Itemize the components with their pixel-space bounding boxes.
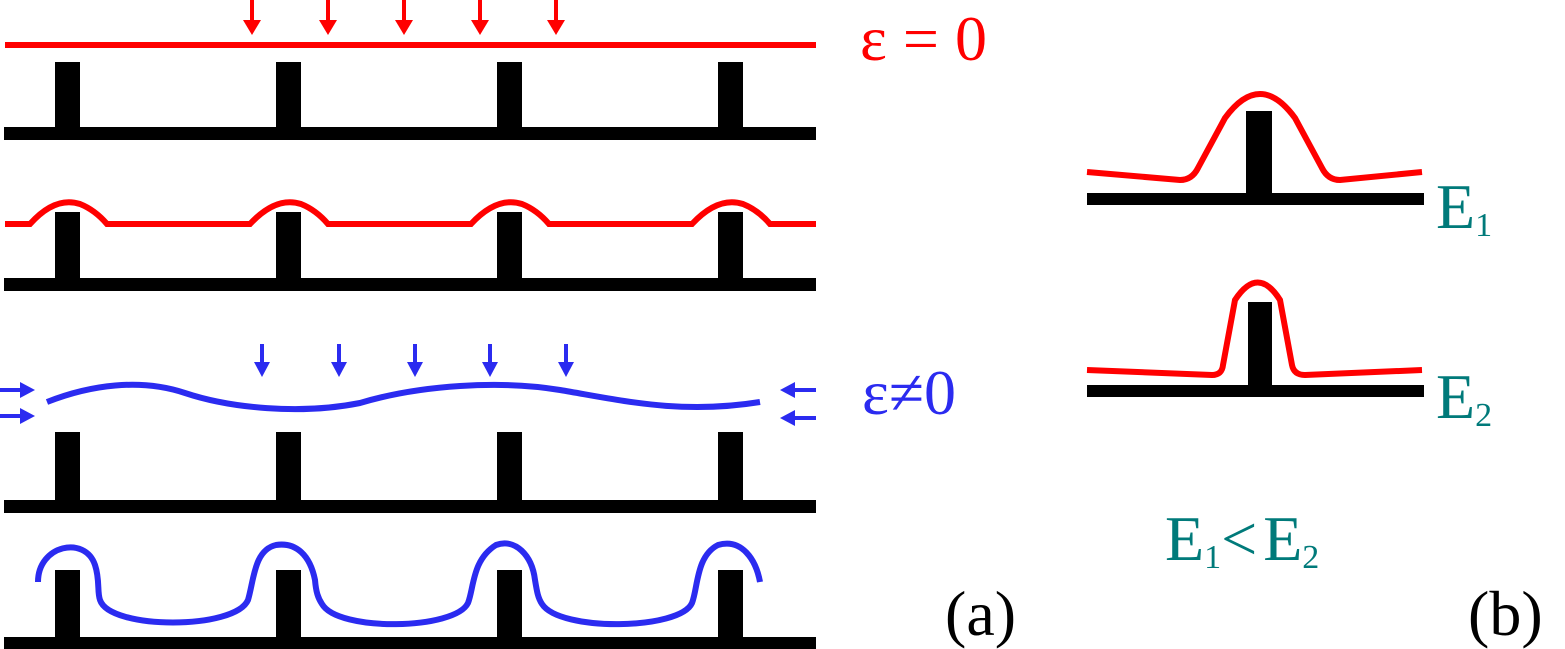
arrow-left-blue xyxy=(780,410,816,426)
pressure-arrows-blue xyxy=(254,344,574,377)
energy-relation: E1<E2 xyxy=(1165,503,1319,576)
arrow-down-red xyxy=(243,0,261,35)
post xyxy=(1246,111,1272,197)
row-flat-film xyxy=(4,0,816,140)
substrate-segment xyxy=(1087,193,1424,205)
substrate-with-posts xyxy=(4,432,816,513)
panel-a: ε = 0 ε≠0 (a) xyxy=(0,0,1016,649)
panel-a-label: (a) xyxy=(945,578,1016,649)
arrow-left-blue xyxy=(780,382,816,398)
arrow-down-blue xyxy=(331,344,347,377)
epsilon-nonzero-label: ε≠0 xyxy=(862,357,956,428)
profile-e1: E1 xyxy=(1086,91,1492,244)
row-sagging-film xyxy=(4,540,816,649)
compression-arrows-right xyxy=(780,382,816,426)
substrate-with-posts xyxy=(4,570,816,649)
arrow-down-red xyxy=(319,0,337,35)
profile-e2: E2 xyxy=(1086,279,1492,434)
epsilon-zero-label: ε = 0 xyxy=(860,3,987,74)
narrow-bump-red xyxy=(1086,279,1423,379)
arrow-right-blue xyxy=(0,382,35,398)
post xyxy=(1248,302,1272,390)
substrate-with-posts xyxy=(4,212,816,291)
e1-label: E1 xyxy=(1436,171,1492,244)
arrow-right-blue xyxy=(0,408,35,424)
e2-label: E2 xyxy=(1436,361,1492,434)
substrate-with-posts xyxy=(4,62,816,140)
row-wavy-film xyxy=(0,344,816,513)
row-draped-film xyxy=(4,199,816,291)
arrow-down-red xyxy=(395,0,413,35)
arrow-down-blue xyxy=(407,344,423,377)
draped-film-red xyxy=(5,199,816,227)
pressure-arrows-red xyxy=(243,0,565,35)
wide-bump-red xyxy=(1086,91,1423,184)
compression-arrows-left xyxy=(0,382,35,424)
sagging-film-blue xyxy=(35,540,763,628)
wavy-film-blue xyxy=(45,381,761,413)
arrow-down-red xyxy=(547,0,565,35)
arrow-down-blue xyxy=(254,344,270,377)
panel-b: E1 E2 E1<E2 (b) xyxy=(1086,91,1543,649)
arrow-down-red xyxy=(471,0,489,35)
arrow-down-blue xyxy=(558,344,574,377)
panel-b-label: (b) xyxy=(1468,578,1543,649)
arrow-down-blue xyxy=(482,344,498,377)
substrate-segment xyxy=(1087,385,1424,397)
